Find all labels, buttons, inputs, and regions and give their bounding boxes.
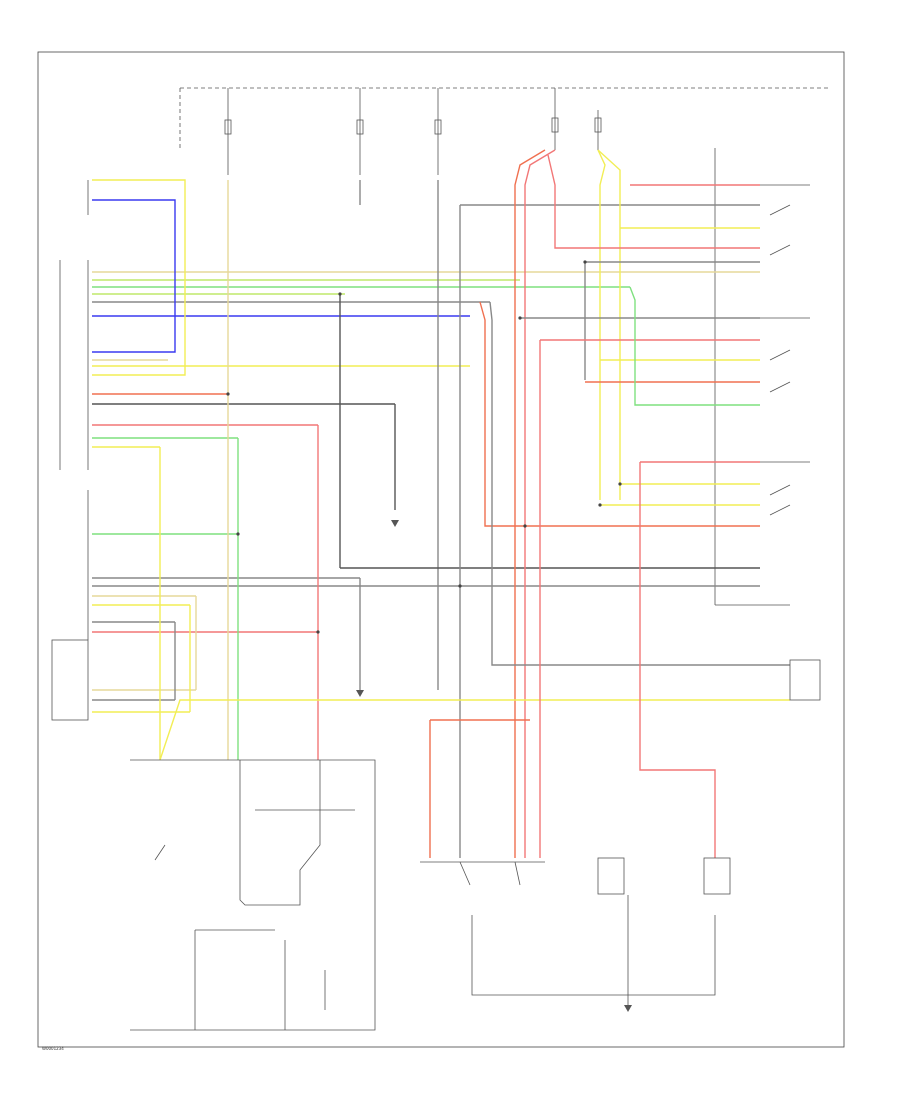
diagram-frame [37, 51, 845, 1048]
switch-assembly [130, 759, 376, 1031]
splice-dots [226, 260, 622, 634]
vertical-wires [159, 180, 760, 760]
ground-points [356, 520, 399, 697]
right-switches [760, 184, 821, 701]
fuse-drops [224, 88, 602, 175]
ground-icon [624, 1005, 632, 1012]
footer-code: W0001234 [42, 1046, 64, 1051]
lower-relays [420, 857, 731, 1012]
ground-icon-upper [391, 520, 399, 527]
ground-icon-middle [356, 690, 364, 697]
relay-column-wires [159, 149, 790, 858]
top-left-loop [92, 179, 186, 376]
harness-wires [92, 271, 760, 713]
left-connector-blocks [51, 180, 89, 721]
